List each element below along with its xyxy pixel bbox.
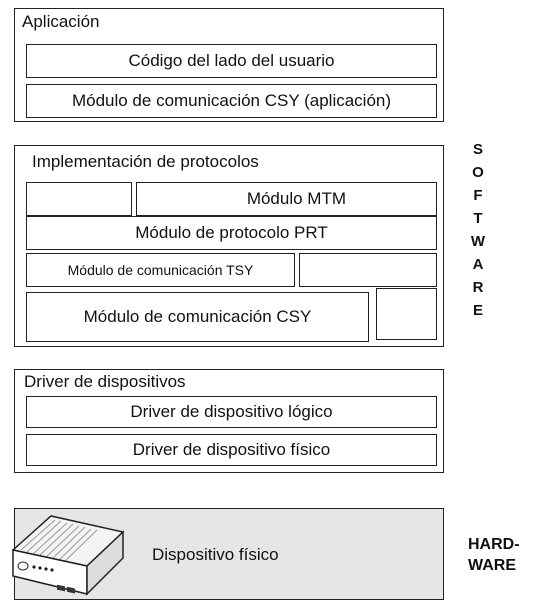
physical-device-label: Dispositivo físico <box>152 545 279 564</box>
empty-module-csy-right <box>376 288 437 340</box>
empty-module-tsy-right <box>299 253 437 287</box>
csy-module: Módulo de comunicación CSY <box>26 292 369 342</box>
software-letter: W <box>470 233 486 250</box>
application-title: Aplicación <box>22 12 100 31</box>
hardware-label-line1: HARD- <box>468 536 520 553</box>
software-letter: A <box>472 256 484 273</box>
empty-module-left <box>26 182 132 216</box>
user-code-module: Código del lado del usuario <box>26 44 437 78</box>
mtm-module: Módulo MTM <box>136 182 437 216</box>
software-letter: S <box>472 141 483 158</box>
software-letter: F <box>473 187 483 204</box>
tsy-module: Módulo de comunicación TSY <box>26 253 295 287</box>
software-letter: T <box>473 210 483 227</box>
mtm-module-label: Módulo MTM <box>246 189 346 208</box>
software-letter: O <box>472 164 484 181</box>
logical-driver-module: Driver de dispositivo lógico <box>26 396 437 428</box>
software-letter: R <box>472 279 484 296</box>
protocols-title: Implementación de protocolos <box>32 152 259 171</box>
physical-driver-module: Driver de dispositivo físico <box>26 434 437 466</box>
prt-module: Módulo de protocolo PRT <box>26 216 437 250</box>
modem-icon <box>11 515 125 596</box>
csy-application-module: Módulo de comunicación CSY (aplicación) <box>26 84 437 118</box>
hardware-label-line2: WARE <box>468 557 516 574</box>
software-letter: E <box>472 302 483 319</box>
drivers-title: Driver de dispositivos <box>24 372 186 391</box>
